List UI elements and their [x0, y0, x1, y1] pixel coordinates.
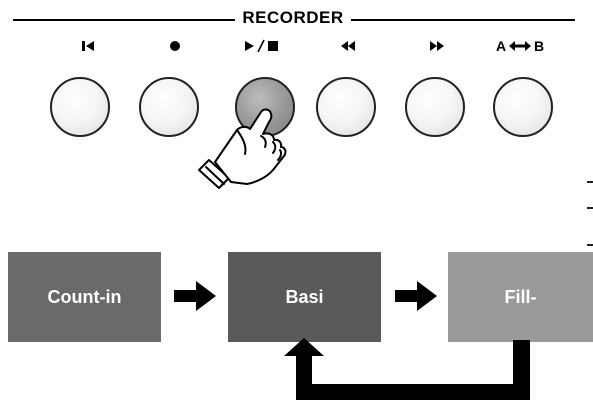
ab-repeat-label: A B — [492, 36, 552, 56]
skip-to-start-icon — [82, 41, 94, 51]
svg-text:A: A — [496, 38, 506, 54]
edge-mark — [587, 181, 593, 183]
flow-step-count-in: Count-in — [8, 252, 161, 342]
recorder-rule-right — [351, 19, 575, 21]
right-arrow-icon — [174, 281, 216, 311]
flow-step-label: Fill- — [504, 286, 537, 307]
recorder-title: RECORDER — [242, 8, 344, 27]
flow-step-fill: Fill- — [448, 252, 593, 342]
loop-back-arrow-icon — [284, 338, 530, 400]
svg-text:B: B — [534, 38, 544, 54]
edge-mark — [587, 244, 593, 246]
flow-step-label: Basi — [285, 286, 324, 307]
ab-repeat-icon: A B — [496, 38, 544, 54]
ab-repeat-button[interactable] — [493, 77, 553, 137]
pressing-hand-icon — [198, 108, 287, 189]
reset-label — [58, 36, 118, 56]
reset-button[interactable] — [50, 77, 110, 137]
rewind-label — [319, 36, 379, 56]
rewind-icon — [341, 41, 355, 51]
forward-label — [406, 36, 466, 56]
forward-button[interactable] — [405, 77, 465, 137]
rewind-button[interactable] — [316, 77, 376, 137]
flow-step-label: Count-in — [47, 286, 122, 307]
recorder-rule-left — [13, 19, 235, 21]
edge-mark — [587, 207, 593, 209]
fast-forward-icon — [430, 41, 444, 51]
flow-step-basic: Basi — [228, 252, 381, 342]
play-stop-icon — [245, 39, 278, 53]
play-stop-label — [232, 36, 292, 56]
record-button[interactable] — [139, 77, 199, 137]
record-icon — [170, 41, 180, 51]
right-arrow-icon — [395, 281, 437, 311]
record-label — [145, 36, 205, 56]
